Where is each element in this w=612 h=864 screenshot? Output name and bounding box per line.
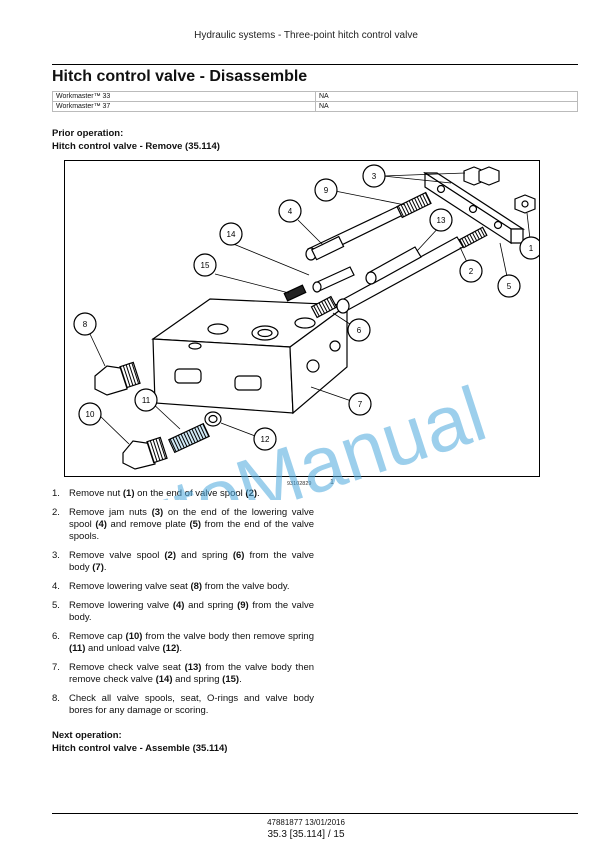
- jam-nut: [478, 166, 500, 186]
- callout-label: 2: [469, 267, 474, 276]
- next-operation-heading: Next operation:: [52, 730, 122, 741]
- footer-page-number: 35.3 [35.114] / 15: [267, 829, 345, 840]
- step-number: 2.: [52, 507, 60, 518]
- procedure-step: 7. Remove check valve seat (13) from the …: [52, 662, 314, 686]
- table-row: Workmaster™ 33 NA: [52, 91, 578, 102]
- procedure-step: 4. Remove lowering valve seat (8) from th…: [52, 581, 314, 593]
- figure-number: 1: [330, 479, 334, 486]
- step-number: 8.: [52, 693, 60, 704]
- callout-circles: [73, 164, 539, 451]
- step-text: Check all valve spools, seat, O-rings an…: [69, 693, 314, 716]
- procedure-step: 2. Remove jam nuts (3) on the end of the …: [52, 507, 314, 543]
- footer-doc-id: 47881877 13/01/2016: [267, 818, 345, 827]
- prior-operation-heading: Prior operation:: [52, 128, 124, 139]
- model-name: Workmaster™ 37: [52, 101, 316, 112]
- exploded-view-figure: 1 2 3 4 5 6 7 8 9 10 11 12 13 14 15: [64, 160, 540, 477]
- model-value: NA: [315, 101, 578, 112]
- step-number: 7.: [52, 662, 60, 673]
- step-number: 4.: [52, 581, 60, 592]
- step-number: 1.: [52, 488, 60, 499]
- model-name: Workmaster™ 33: [52, 91, 316, 102]
- callout-label: 3: [372, 172, 377, 181]
- running-header: Hydraulic systems - Three-point hitch co…: [194, 30, 418, 41]
- table-row: Workmaster™ 37 NA: [52, 101, 578, 112]
- procedure-step: 1. Remove nut (1) on the end of valve spo…: [52, 488, 314, 500]
- prior-operation-link[interactable]: Hitch control valve - Remove (35.114): [52, 141, 220, 152]
- cap: [122, 440, 156, 470]
- callout-label: 10: [86, 410, 95, 419]
- page-title: Hitch control valve - Disassemble: [52, 68, 308, 85]
- step-text: Remove lowering valve (4) and spring (9)…: [69, 600, 314, 623]
- valve-body-side: [289, 303, 348, 415]
- procedure-step: 5. Remove lowering valve (4) and spring (…: [52, 600, 314, 624]
- model-applicability-table: Workmaster™ 33 NA Workmaster™ 37 NA: [52, 91, 578, 112]
- callout-label: 6: [357, 326, 362, 335]
- step-text: Remove nut (1) on the end of valve spool…: [69, 488, 260, 499]
- procedure-step: 6. Remove cap (10) from the valve body th…: [52, 631, 314, 655]
- procedure-steps: 1. Remove nut (1) on the end of valve spo…: [52, 488, 314, 724]
- callout-label: 9: [324, 186, 329, 195]
- step-number: 6.: [52, 631, 60, 642]
- figure-reference-code: 93102829: [287, 481, 312, 487]
- callout-label: 8: [83, 320, 88, 329]
- callout-label: 13: [437, 216, 446, 225]
- valve-spool: [339, 236, 464, 312]
- model-value: NA: [315, 91, 578, 102]
- callout-label: 5: [507, 282, 512, 291]
- callout-label: 12: [261, 435, 270, 444]
- callout-label: 1: [529, 244, 534, 253]
- procedure-step: 8. Check all valve spools, seat, O-rings …: [52, 693, 314, 717]
- callout-label: 11: [142, 396, 151, 405]
- lowering-valve-seat: [94, 365, 128, 396]
- callout-label: 4: [288, 207, 293, 216]
- step-text: Remove valve spool (2) and spring (6) fr…: [69, 550, 314, 573]
- procedure-step: 3. Remove valve spool (2) and spring (6) …: [52, 550, 314, 574]
- callout-label: 15: [201, 261, 210, 270]
- next-operation-link[interactable]: Hitch control valve - Assemble (35.114): [52, 743, 228, 754]
- step-number: 3.: [52, 550, 60, 561]
- step-number: 5.: [52, 600, 60, 611]
- step-text: Remove jam nuts (3) on the end of the lo…: [69, 507, 315, 542]
- valve-diagram: 1 2 3 4 5 6 7 8 9 10 11 12 13 14 15: [73, 164, 539, 470]
- title-rule: [52, 64, 578, 65]
- valve-body-front: [152, 338, 294, 414]
- step-text: Remove lowering valve seat (8) from the …: [69, 581, 290, 592]
- footer-rule: [52, 813, 578, 814]
- step-text: Remove cap (10) from the valve body then…: [69, 631, 314, 654]
- callout-label: 7: [358, 400, 363, 409]
- step-text: Remove check valve seat (13) from the va…: [69, 662, 315, 685]
- callout-label: 14: [227, 230, 236, 239]
